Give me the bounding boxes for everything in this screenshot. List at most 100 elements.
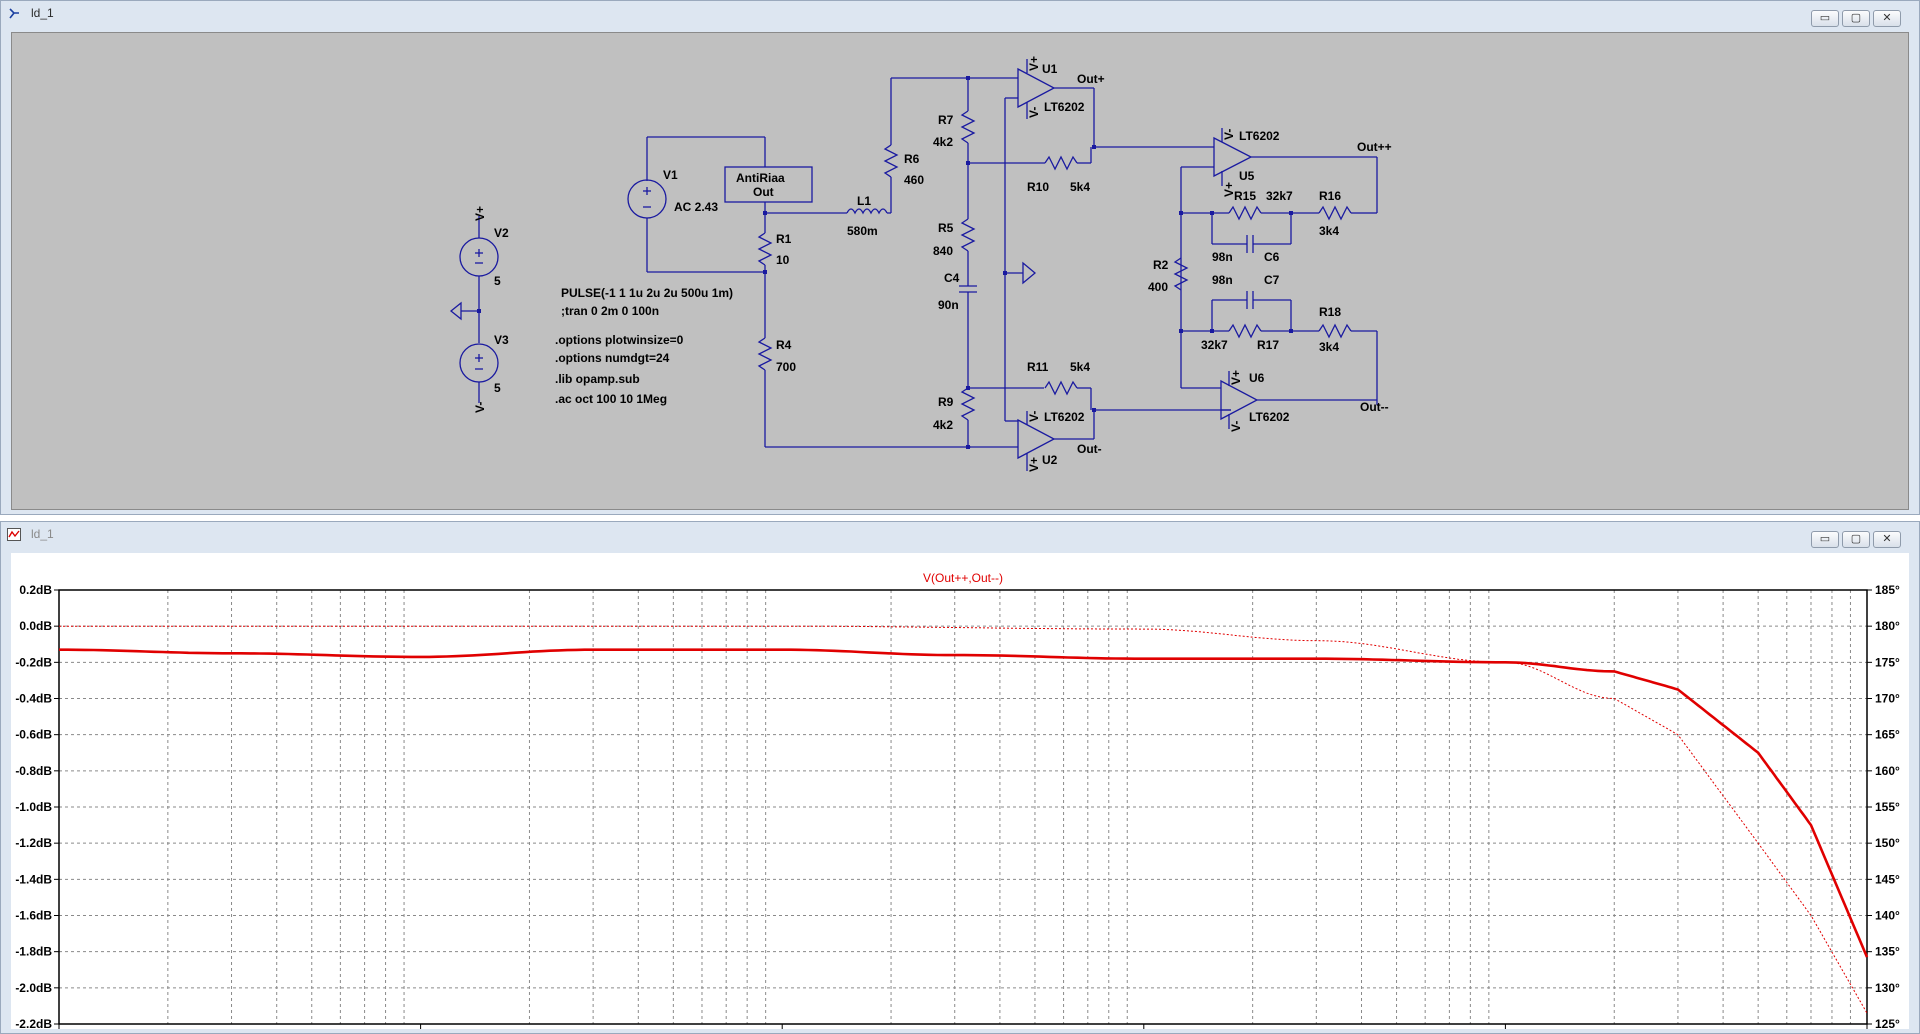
- R1-value: 10: [776, 253, 790, 267]
- schematic-minimize-button[interactable]: ▭: [1811, 10, 1839, 27]
- R15-value: 32k7: [1266, 189, 1293, 203]
- y2-tick-label: 155°: [1875, 800, 1900, 814]
- R5-value: 840: [933, 244, 953, 258]
- R17-name: R17: [1257, 338, 1279, 352]
- U1-out-label: Out+: [1077, 72, 1105, 86]
- U5-feedback[interactable]: [1179, 205, 1364, 253]
- plot-close-button[interactable]: ✕: [1873, 531, 1901, 548]
- supply-sources[interactable]: [449, 216, 499, 403]
- U2-out-label: Out-: [1077, 442, 1102, 456]
- y-tick-label: -1.8dB: [15, 945, 52, 959]
- antiriaa-out-label: Out: [753, 185, 774, 199]
- antiriaa-box[interactable]: [724, 166, 813, 203]
- U2-vminus: V-: [1027, 411, 1041, 422]
- U6-model: LT6202: [1249, 410, 1290, 424]
- schematic-canvas[interactable]: V+ V2 5 V3 5 V- V1 AC 2.43 AntiRiaa Out: [11, 32, 1909, 510]
- U6-feedback[interactable]: [1179, 291, 1378, 405]
- directive-numdgt: .options numdgt=24: [555, 351, 670, 365]
- chart-title: V(Out++,Out--): [923, 571, 1003, 585]
- y-tick-label: -1.0dB: [15, 800, 52, 814]
- U1-name: U1: [1042, 62, 1058, 76]
- R16-name: R16: [1319, 189, 1341, 203]
- U2-name: U2: [1042, 453, 1058, 467]
- L1-name: L1: [857, 194, 871, 208]
- R10-value: 5k4: [1070, 180, 1090, 194]
- schematic-maximize-button[interactable]: ▢: [1842, 10, 1870, 27]
- U6-opamp[interactable]: [1220, 371, 1377, 429]
- pin-V2-label: V+: [473, 206, 487, 221]
- R11-resistor[interactable]: [1044, 380, 1078, 396]
- R1-name: R1: [776, 232, 792, 246]
- C7-name: C7: [1264, 273, 1280, 287]
- R7-name: R7: [938, 113, 954, 127]
- U5-out-label: Out++: [1357, 140, 1392, 154]
- bode-plot[interactable]: 0.2dB0.0dB-0.2dB-0.4dB-0.6dB-0.8dB-1.0dB…: [11, 553, 1909, 1029]
- R18-value: 3k4: [1319, 340, 1339, 354]
- ground-rail[interactable]: [1003, 97, 1037, 422]
- series-phase-line: [59, 625, 1868, 1014]
- y-tick-label: -0.4dB: [15, 692, 52, 706]
- plot-window-title: ld_1: [31, 527, 54, 541]
- U5-opamp[interactable]: [1164, 128, 1378, 331]
- series-magnitude-line: [59, 648, 1869, 958]
- U2-opamp[interactable]: [1017, 387, 1231, 471]
- R2-name: R2: [1153, 258, 1169, 272]
- R16-value: 3k4: [1319, 224, 1339, 238]
- U2-vplus: V+: [1027, 457, 1041, 472]
- y-tick-label: -0.2dB: [15, 655, 52, 669]
- U5-name: U5: [1239, 169, 1255, 183]
- plot-minimize-button[interactable]: ▭: [1811, 531, 1839, 548]
- R15-name: R15: [1234, 189, 1256, 203]
- y2-tick-label: 185°: [1875, 583, 1900, 597]
- schematic-close-button[interactable]: ✕: [1873, 10, 1901, 27]
- R5-name: R5: [938, 221, 954, 235]
- U5-model: LT6202: [1239, 129, 1280, 143]
- U1-opamp[interactable]: [1017, 59, 1164, 164]
- y-tick-label: 0.2dB: [19, 583, 52, 597]
- y-tick-label: -2.0dB: [15, 981, 52, 995]
- y-tick-label: -1.2dB: [15, 836, 52, 850]
- V3-value: 5: [494, 381, 501, 395]
- U6-name: U6: [1249, 371, 1265, 385]
- L1-inductor[interactable]: [846, 208, 891, 215]
- U6-vplus: V+: [1229, 370, 1243, 385]
- U6-vminus: V-: [1229, 421, 1243, 432]
- V1-name: V1: [663, 168, 678, 182]
- plot-maximize-button[interactable]: ▢: [1842, 531, 1870, 548]
- V3-name: V3: [494, 333, 509, 347]
- plot-titlebar[interactable]: ld_1 ▭ ▢ ✕: [1, 522, 1919, 548]
- y-tick-label: -0.8dB: [15, 764, 52, 778]
- directive-plotwinsize: .options plotwinsize=0: [555, 333, 684, 347]
- schematic-titlebar[interactable]: ld_1 ▭ ▢ ✕: [1, 1, 1919, 27]
- y2-tick-label: 160°: [1875, 764, 1900, 778]
- V1-source[interactable]: [627, 136, 766, 273]
- U2-model: LT6202: [1044, 410, 1085, 424]
- U1-vplus: V+: [1027, 56, 1041, 71]
- antiriaa-label: AntiRiaa: [736, 171, 785, 185]
- R6-resistor[interactable]: [883, 77, 968, 213]
- y-tick-label: -1.6dB: [15, 909, 52, 923]
- C6-name: C6: [1264, 250, 1280, 264]
- R9-value: 4k2: [933, 418, 953, 432]
- R2-value: 400: [1148, 280, 1168, 294]
- U6-out-label: Out--: [1360, 400, 1389, 414]
- divider-column[interactable]: [959, 76, 1044, 449]
- schematic-window-title: ld_1: [31, 6, 54, 20]
- C4-name: C4: [944, 271, 960, 285]
- R2-resistor[interactable]: [1173, 257, 1189, 291]
- R9-name: R9: [938, 395, 954, 409]
- R1-R4-chain[interactable]: [757, 202, 971, 448]
- y-tick-label: 0.0dB: [19, 619, 52, 633]
- schematic-drawing[interactable]: V+ V2 5 V3 5 V- V1 AC 2.43 AntiRiaa Out: [11, 32, 1909, 510]
- C4-value: 90n: [938, 298, 959, 312]
- R11-value: 5k4: [1070, 360, 1090, 374]
- schematic-window-icon: [9, 8, 19, 19]
- schematic-window[interactable]: ld_1 ▭ ▢ ✕ V+ V2 5 V3: [0, 0, 1920, 515]
- U1-vminus: V-: [1027, 107, 1041, 118]
- R11-name: R11: [1027, 360, 1049, 374]
- R10-resistor[interactable]: [1044, 155, 1078, 171]
- y2-tick-label: 140°: [1875, 909, 1900, 923]
- C7-value: 98n: [1212, 273, 1233, 287]
